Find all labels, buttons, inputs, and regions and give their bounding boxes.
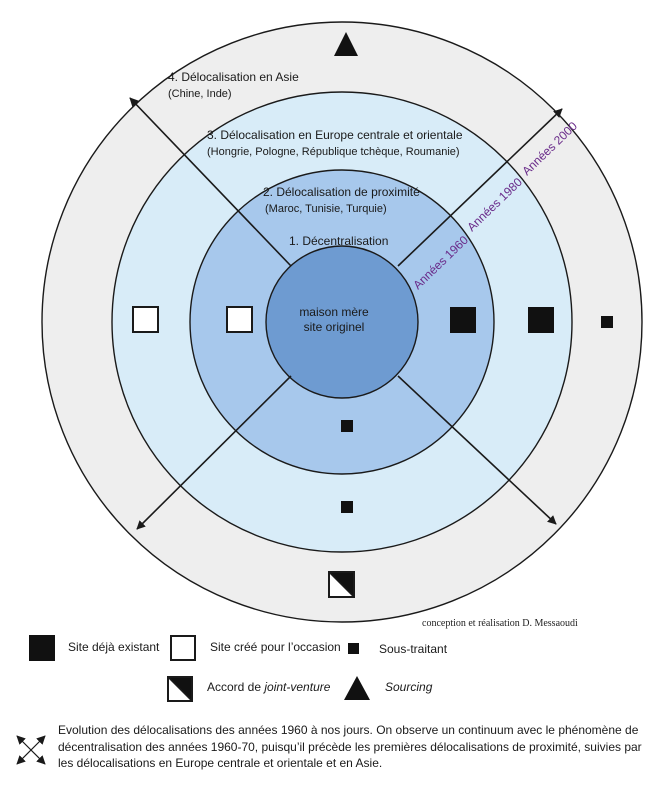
half-filled-square-icon [167,676,193,702]
sourcing-marker [334,32,358,56]
ring-1-label: 1. Décentralisation [289,234,388,248]
joint-venture-marker [328,571,355,598]
arrow-top-right [397,108,563,267]
credit-text: conception et réalisation D. Messaoudi [422,618,578,629]
center-label-line2: site originel [304,320,365,334]
figure-caption: Evolution des délocalisations des années… [58,723,642,770]
double-arrow-cross-icon [16,735,46,765]
filled-square-icon [29,635,55,661]
legend-joint-venture-italic: joint-venture [264,680,331,694]
legend-joint-venture-label: Accord de joint-venture [207,680,330,694]
center-circle [265,245,419,399]
existing-site-marker [528,307,554,333]
existing-site-marker [450,307,476,333]
legend-joint-venture-prefix: Accord de [207,680,265,694]
subcontractor-marker [341,420,353,432]
ring-4-label: 4. Délocalisation en Asie [168,70,299,84]
legend-subcontractor-label: Sous-traitant [379,642,448,656]
created-site-marker [132,306,159,333]
arrow-bottom-right [397,375,557,525]
ring-3-sub: (Hongrie, Pologne, République tchèque, R… [207,146,460,158]
ring-3-label: 3. Délocalisation en Europe centrale et … [207,128,463,142]
arrow-top-left [129,97,292,267]
ring-4-sub: (Chine, Inde) [168,88,232,100]
small-filled-square-icon [348,643,359,654]
center-label-line1: maison mère [299,305,369,319]
created-site-marker [226,306,253,333]
subcontractor-marker [341,501,353,513]
ring-2-label: 2. Délocalisation de proximité [263,185,420,199]
triangle-icon [344,676,370,700]
legend-existing-label: Site déjà existant [68,640,160,654]
ring-2-sub: (Maroc, Tunisie, Turquie) [265,203,387,215]
arrow-bottom-left [136,375,292,530]
subcontractor-marker [601,316,613,328]
hollow-square-icon [170,635,196,661]
legend-created-label: Site créé pour l’occasion [210,640,341,654]
legend-sourcing-label: Sourcing [385,680,433,694]
